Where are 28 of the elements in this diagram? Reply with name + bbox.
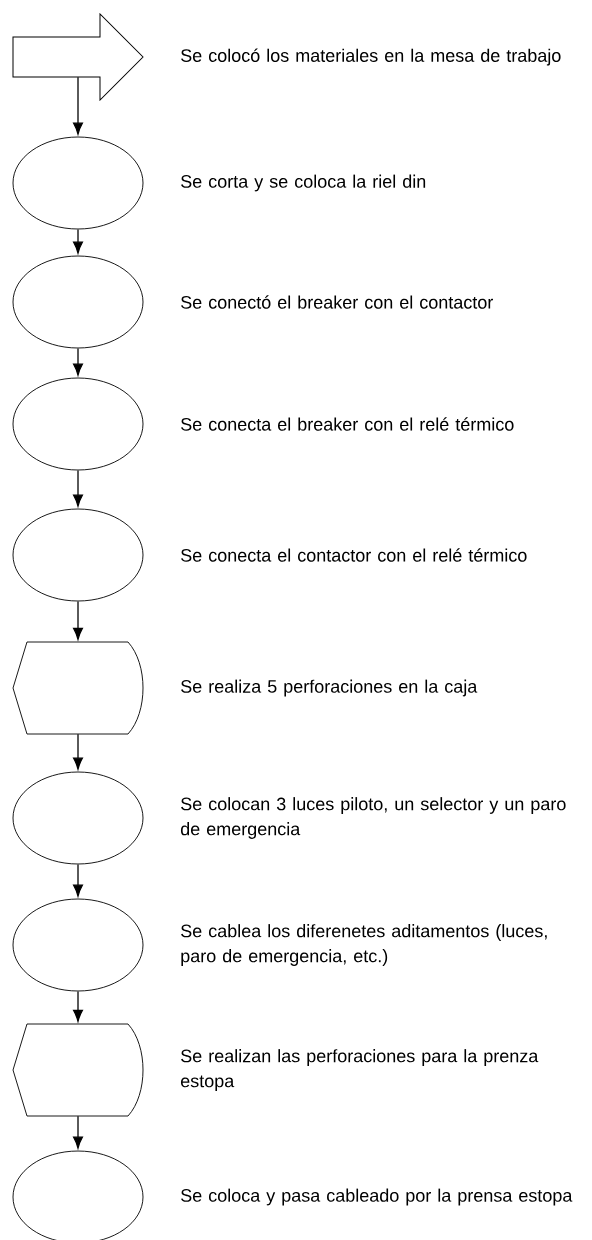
arrow (73, 228, 83, 254)
block-arrow (12, 13, 144, 101)
display-shape (12, 641, 144, 735)
step-description: Se colocan 3 luces piloto, un selector y un paro de emergencia (180, 797, 566, 839)
arrow (73, 1115, 83, 1149)
step-description: Se realiza 5 perforaciones en la caja (181, 679, 478, 697)
step-description: Se conecta el breaker con el relé térmico (181, 417, 514, 431)
process-ellipse (12, 771, 144, 865)
step-description: Se conecta el contactor con el relé térmico (181, 548, 527, 562)
process-ellipse (12, 377, 144, 471)
step-description: Se cablea los diferenetes aditamentos (luces, paro de emergencia, etc.) (181, 924, 547, 966)
arrow (73, 733, 83, 770)
step-description: Se corta y se coloca la riel din (181, 174, 426, 192)
process-ellipse (12, 898, 144, 992)
step-description: Se realizan las perforaciones para la prenza estopa (180, 1049, 539, 1091)
arrow (73, 600, 83, 640)
step-description: Se conectó el breaker con el contactor (181, 295, 493, 309)
process-ellipse (12, 508, 144, 602)
arrow (73, 347, 83, 376)
arrow (73, 469, 83, 507)
step-description: Se colocó los materiales en la mesa de trabajo (181, 48, 561, 66)
step-description: Se coloca y pasa cableado por la prensa estopa (181, 1188, 573, 1206)
arrow (73, 76, 83, 135)
process-ellipse (12, 136, 144, 230)
display-shape (12, 1023, 144, 1117)
process-ellipse (12, 255, 144, 349)
arrow (73, 990, 83, 1022)
arrow (73, 863, 83, 897)
